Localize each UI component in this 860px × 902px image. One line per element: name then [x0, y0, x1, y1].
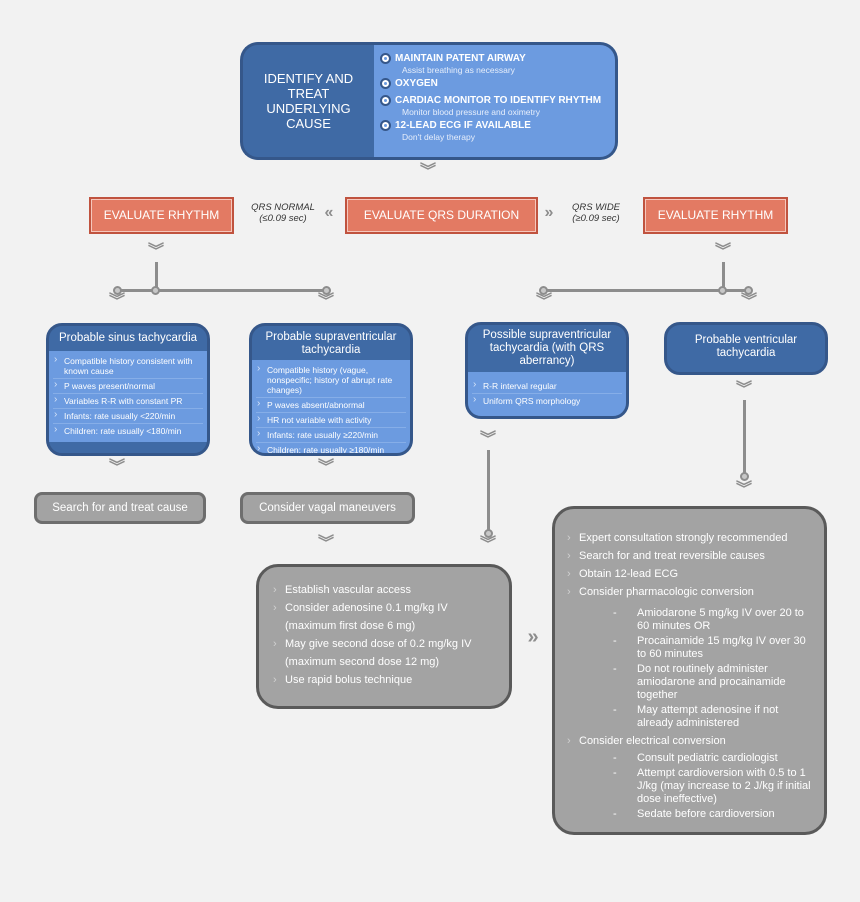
list-item: Consider pharmacologic conversion: [567, 583, 812, 601]
connector-node: [539, 286, 548, 295]
radio-bullet-icon: [380, 53, 391, 64]
list-item: Consider electrical conversion: [567, 732, 812, 750]
sub-item: Attempt cardioversion with 0.5 to 1 J/kg…: [567, 767, 812, 806]
chevron-down-icon: ︾: [535, 293, 552, 310]
card-title: Possible supraventricular tachycardia (w…: [482, 329, 612, 367]
chevron-down-icon: ︾: [317, 459, 334, 476]
action-monitor: CARDIAC MONITOR TO IDENTIFY RHYTHM: [380, 95, 609, 106]
vt-management-box: Expert consultation strongly recommended…: [552, 506, 827, 835]
list-item: May give second dose of 0.2 mg/kg IV: [273, 635, 499, 653]
chevron-down-icon: ︾: [479, 431, 496, 448]
card-list: Compatible history consistent with known…: [49, 351, 207, 442]
chevron-down-icon: ︾: [108, 293, 125, 310]
sub-item: Amiodarone 5 mg/kg IV over 20 to 60 minu…: [567, 607, 812, 633]
chevron-down-icon: ︾: [419, 163, 436, 180]
connector-node: [744, 286, 753, 295]
card-svt-aberrancy: Possible supraventricular tachycardia (w…: [465, 322, 629, 419]
card-title: Probable supraventricular tachycardia: [265, 331, 397, 356]
action-monitor-sub: Monitor blood pressure and oximetry: [402, 107, 540, 117]
list-item: Children: rate usually <180/min: [53, 424, 203, 438]
chevron-down-icon: ︾: [317, 293, 334, 310]
card-list: Compatible history (vague, nonspecific; …: [252, 360, 410, 453]
search-treat-cause-box: Search for and treat cause: [34, 492, 206, 524]
list-item: R-R interval regular: [472, 379, 622, 394]
list-item-continued: (maximum first dose 6 mg): [285, 620, 416, 632]
radio-bullet-icon: [380, 120, 391, 131]
list-item: Compatible history consistent with known…: [53, 354, 203, 379]
action-airway-sub: Assist breathing as necessary: [402, 65, 515, 75]
chevron-right-icon: »: [527, 626, 539, 648]
list-item: Search for and treat reversible causes: [567, 547, 812, 565]
chevron-down-icon: ︾: [108, 459, 125, 476]
card-supraventricular-tachycardia: Probable supraventricular tachycardia Co…: [249, 323, 413, 456]
connector-line: [117, 289, 327, 292]
radio-bullet-icon: [380, 78, 391, 89]
card-title: Probable sinus tachycardia: [58, 332, 198, 344]
list-item: Obtain 12-lead ECG: [567, 565, 812, 583]
card-sinus-tachycardia: Probable sinus tachycardia Compatible hi…: [46, 323, 210, 456]
evaluate-rhythm-right: EVALUATE RHYTHM: [643, 197, 788, 234]
list-item: HR not variable with activity: [256, 413, 406, 428]
adenosine-box: Establish vascular access Consider adeno…: [256, 564, 512, 709]
list-item: Uniform QRS morphology: [472, 394, 622, 408]
vagal-maneuvers-box: Consider vagal maneuvers: [240, 492, 415, 524]
evaluate-qrs-duration: EVALUATE QRS DURATION: [345, 197, 538, 234]
list-item: Establish vascular access: [273, 581, 499, 599]
action-airway: MAINTAIN PATENT AIRWAY: [380, 53, 609, 64]
connector-node: [151, 286, 160, 295]
connector-line: [743, 400, 746, 475]
chevron-down-icon: ︾: [740, 293, 757, 310]
radio-bullet-icon: [380, 95, 391, 106]
list-item: Infants: rate usually <220/min: [53, 409, 203, 424]
list-item: Use rapid bolus technique: [273, 671, 499, 689]
initial-actions-box: MAINTAIN PATENT AIRWAY Assist breathing …: [374, 42, 618, 160]
chevron-down-icon: ︾: [479, 536, 496, 553]
action-oxygen: OXYGEN: [380, 78, 609, 89]
list-item: Expert consultation strongly recommended: [567, 529, 812, 547]
connector-line: [155, 262, 158, 288]
sub-item: Procainamide 15 mg/kg IV over 30 to 60 m…: [567, 635, 812, 661]
connector-line: [543, 289, 748, 292]
card-title: Probable ventricular tachycardia: [694, 334, 798, 359]
list-item: Infants: rate usually ≥220/min: [256, 428, 406, 443]
connector-line: [722, 262, 725, 288]
list-item: Children: rate usually ≥180/min: [256, 443, 406, 453]
chevron-down-icon: ︾: [317, 535, 334, 552]
action-ecg-sub: Don't delay therapy: [402, 132, 475, 142]
chevron-down-icon: ︾: [735, 381, 752, 398]
connector-node: [740, 472, 749, 481]
chevron-down-icon: ︾: [147, 243, 164, 260]
list-item: Compatible history (vague, nonspecific; …: [256, 363, 406, 398]
identify-treat-box: IDENTIFY AND TREAT UNDERLYING CAUSE: [240, 42, 374, 160]
card-ventricular-tachycardia: Probable ventricular tachycardia: [664, 322, 828, 375]
sub-item: Consult pediatric cardiologist: [567, 752, 812, 765]
chevron-down-icon: ︾: [714, 243, 731, 260]
chevron-left-icon: «: [324, 204, 334, 221]
chevron-right-icon: »: [544, 204, 554, 221]
sub-item: Do not routinely administer amiodarone a…: [567, 663, 812, 702]
list-item: P waves present/normal: [53, 379, 203, 394]
list-item: P waves absent/abnormal: [256, 398, 406, 413]
evaluate-rhythm-left: EVALUATE RHYTHM: [89, 197, 234, 234]
connector-node: [718, 286, 727, 295]
qrs-normal-label: QRS NORMAL(≤0.09 sec): [251, 202, 315, 224]
list-item: Variables R-R with constant PR: [53, 394, 203, 409]
list-item: Consider adenosine 0.1 mg/kg IV: [273, 599, 499, 617]
connector-node: [322, 286, 331, 295]
connector-line: [487, 450, 490, 532]
list-item-continued: (maximum second dose 12 mg): [285, 656, 440, 668]
connector-node: [484, 529, 493, 538]
identify-treat-text: IDENTIFY AND TREAT UNDERLYING CAUSE: [263, 71, 354, 131]
card-list: R-R interval regular Uniform QRS morphol…: [468, 372, 626, 416]
qrs-wide-label: QRS WIDE(≥0.09 sec): [571, 202, 621, 224]
chevron-down-icon: ︾: [735, 481, 752, 498]
sub-item: Sedate before cardioversion: [567, 808, 812, 821]
sub-item: May attempt adenosine if not already adm…: [567, 704, 812, 730]
action-ecg: 12-LEAD ECG IF AVAILABLE: [380, 120, 609, 131]
connector-node: [113, 286, 122, 295]
